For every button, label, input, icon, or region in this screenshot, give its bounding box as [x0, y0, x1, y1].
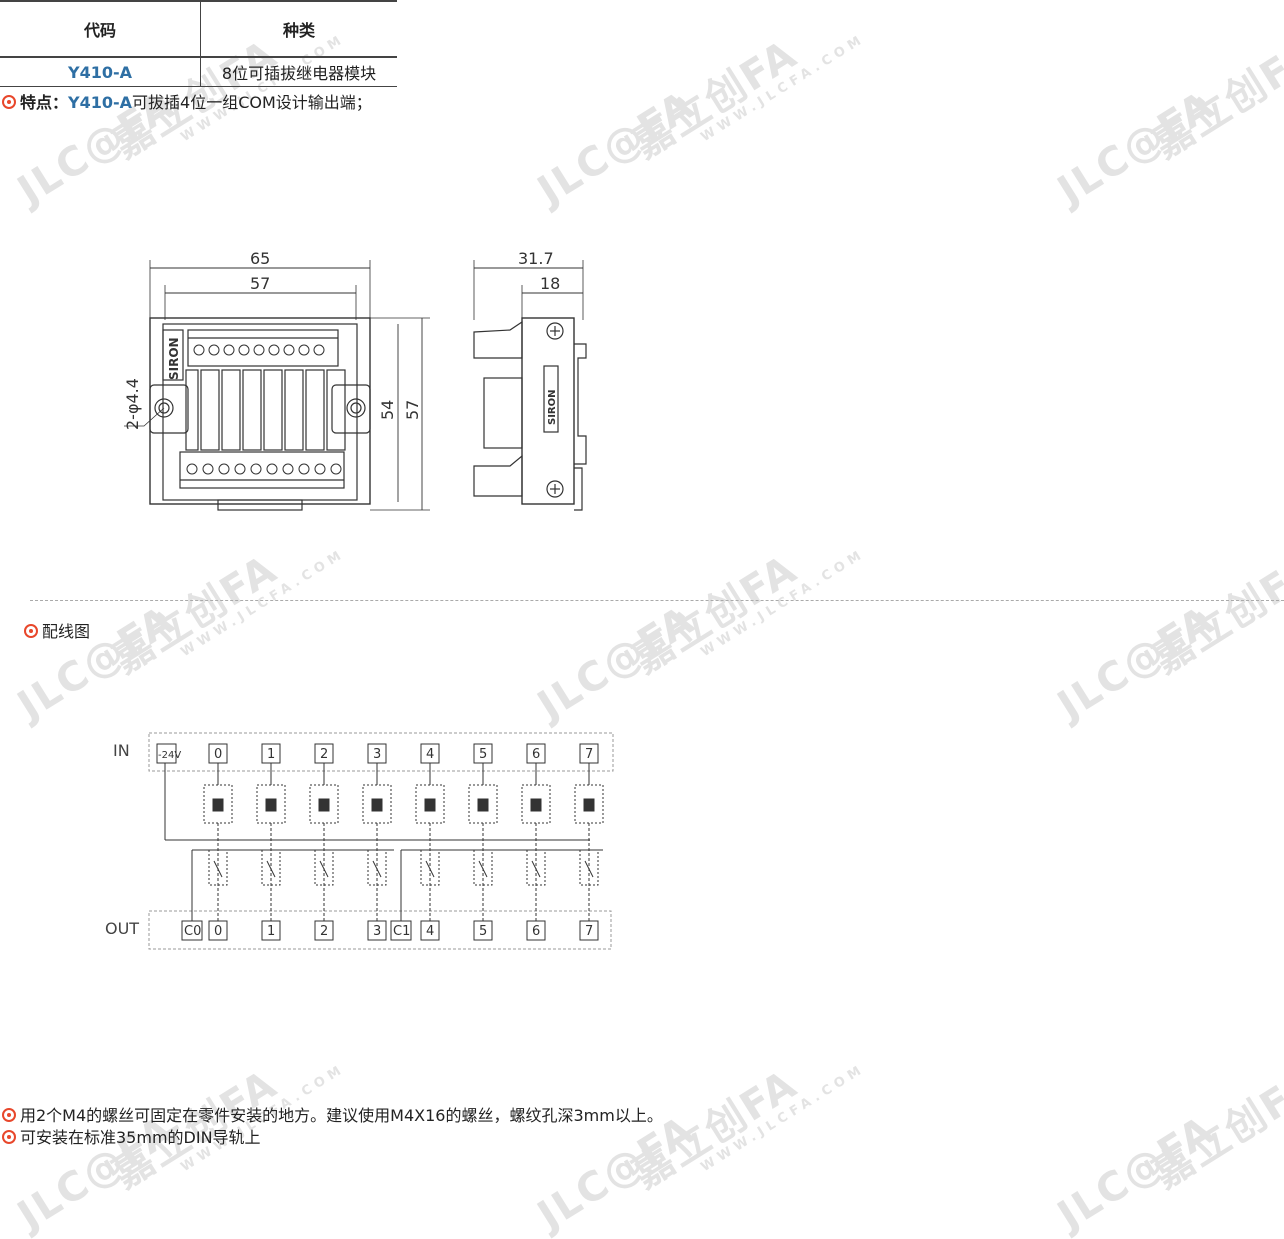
- feature-prefix: 特点：: [20, 93, 69, 112]
- out-common-label: C1: [393, 924, 410, 939]
- dim-31-7: 31.7: [518, 249, 554, 268]
- led-icon: [318, 798, 330, 812]
- header-type: 种类: [200, 0, 397, 58]
- in-channel-label: 5: [479, 747, 487, 762]
- in-channel-label: 1: [267, 747, 275, 762]
- dim-65: 65: [250, 249, 270, 268]
- watermark: JLC@FA: [530, 82, 704, 215]
- table-header-row: 代码 种类: [0, 0, 397, 58]
- watermark: JLC@FA: [530, 597, 704, 730]
- led-icon: [530, 798, 542, 812]
- dim-54: 54: [378, 400, 397, 420]
- feature-code: Y410-A: [68, 93, 133, 112]
- out-channel-label: 3: [373, 924, 381, 939]
- dim-57-side: 57: [403, 400, 422, 420]
- watermark: JLC@FA: [1050, 597, 1224, 730]
- watermark: 嘉立创FA: [1145, 546, 1284, 683]
- bullet-icon: [2, 95, 16, 109]
- out-channel-label: 0: [214, 924, 222, 939]
- in-channel-label: 3: [373, 747, 381, 762]
- bullet-icon: [2, 1130, 16, 1144]
- feature-line: 特点：Y410-A可拔插4位一组COM设计输出端；: [2, 93, 372, 113]
- led-icon: [212, 798, 224, 812]
- led-icon: [477, 798, 489, 812]
- led-icon: [371, 798, 383, 812]
- out-channel-label: 5: [479, 924, 487, 939]
- section-divider: [30, 600, 1284, 601]
- watermark: JLC@FA: [10, 1107, 184, 1239]
- led-icon: [424, 798, 436, 812]
- in-channel-label: 6: [532, 747, 540, 762]
- note-text-2: 可安装在标准35mm的DIN导轨上: [20, 1128, 261, 1147]
- feature-text: 可拔插4位一组COM设计输出端；: [132, 93, 372, 112]
- in-channel-label: 4: [426, 747, 434, 762]
- out-channel-label: 7: [585, 924, 593, 939]
- bullet-icon: [24, 624, 38, 638]
- out-label: OUT: [105, 919, 139, 938]
- cell-type: 8位可插拔继电器模块: [200, 56, 397, 87]
- table-row: Y410-A 8位可插拔继电器模块: [0, 56, 397, 87]
- watermark: 嘉立创FA: [1145, 31, 1284, 168]
- out-channel-label: 6: [532, 924, 540, 939]
- out-channel-label: 1: [267, 924, 275, 939]
- watermark: JLC@FA: [530, 1107, 704, 1239]
- dim-57-top: 57: [250, 274, 270, 293]
- in-channel-label: 7: [585, 747, 593, 762]
- in-channel-label: 2: [320, 747, 328, 762]
- header-code: 代码: [0, 0, 201, 58]
- cell-code: Y410-A: [0, 56, 201, 87]
- led-icon: [583, 798, 595, 812]
- note-line-2: 可安装在标准35mm的DIN导轨上: [2, 1128, 261, 1148]
- out-channel-label: 2: [320, 924, 328, 939]
- watermark: 嘉立创FA: [1145, 1061, 1284, 1198]
- dim-18: 18: [540, 274, 560, 293]
- bullet-icon: [2, 1108, 16, 1122]
- brand-front: SIRON: [167, 337, 181, 380]
- in-label: IN: [113, 741, 130, 760]
- watermark: JLC@FA: [1050, 82, 1224, 215]
- brand-side: SIRON: [547, 390, 558, 426]
- dimension-drawing: 65 57 31.7 18 54 57 2-φ4.4 SIRON SIRON: [123, 249, 587, 511]
- in-common-label: -24V: [158, 750, 181, 761]
- note-text-1: 用2个M4的螺丝可固定在零件安装的地方。建议使用M4X16的螺丝，螺纹孔深3mm…: [20, 1106, 663, 1125]
- wiring-title-text: 配线图: [42, 622, 91, 641]
- spec-table: 代码 种类 Y410-A 8位可插拔继电器模块: [0, 0, 397, 87]
- dim-hole: 2-φ4.4: [123, 378, 142, 430]
- out-common-label: C0: [184, 924, 201, 939]
- wiring-title: 配线图: [24, 622, 90, 642]
- watermark: JLC@FA: [1050, 1107, 1224, 1239]
- watermark: JLC@FA: [10, 597, 184, 730]
- out-channel-label: 4: [426, 924, 434, 939]
- note-line-1: 用2个M4的螺丝可固定在零件安装的地方。建议使用M4X16的螺丝，螺纹孔深3mm…: [2, 1106, 663, 1126]
- led-icon: [265, 798, 277, 812]
- in-channel-label: 0: [214, 747, 222, 762]
